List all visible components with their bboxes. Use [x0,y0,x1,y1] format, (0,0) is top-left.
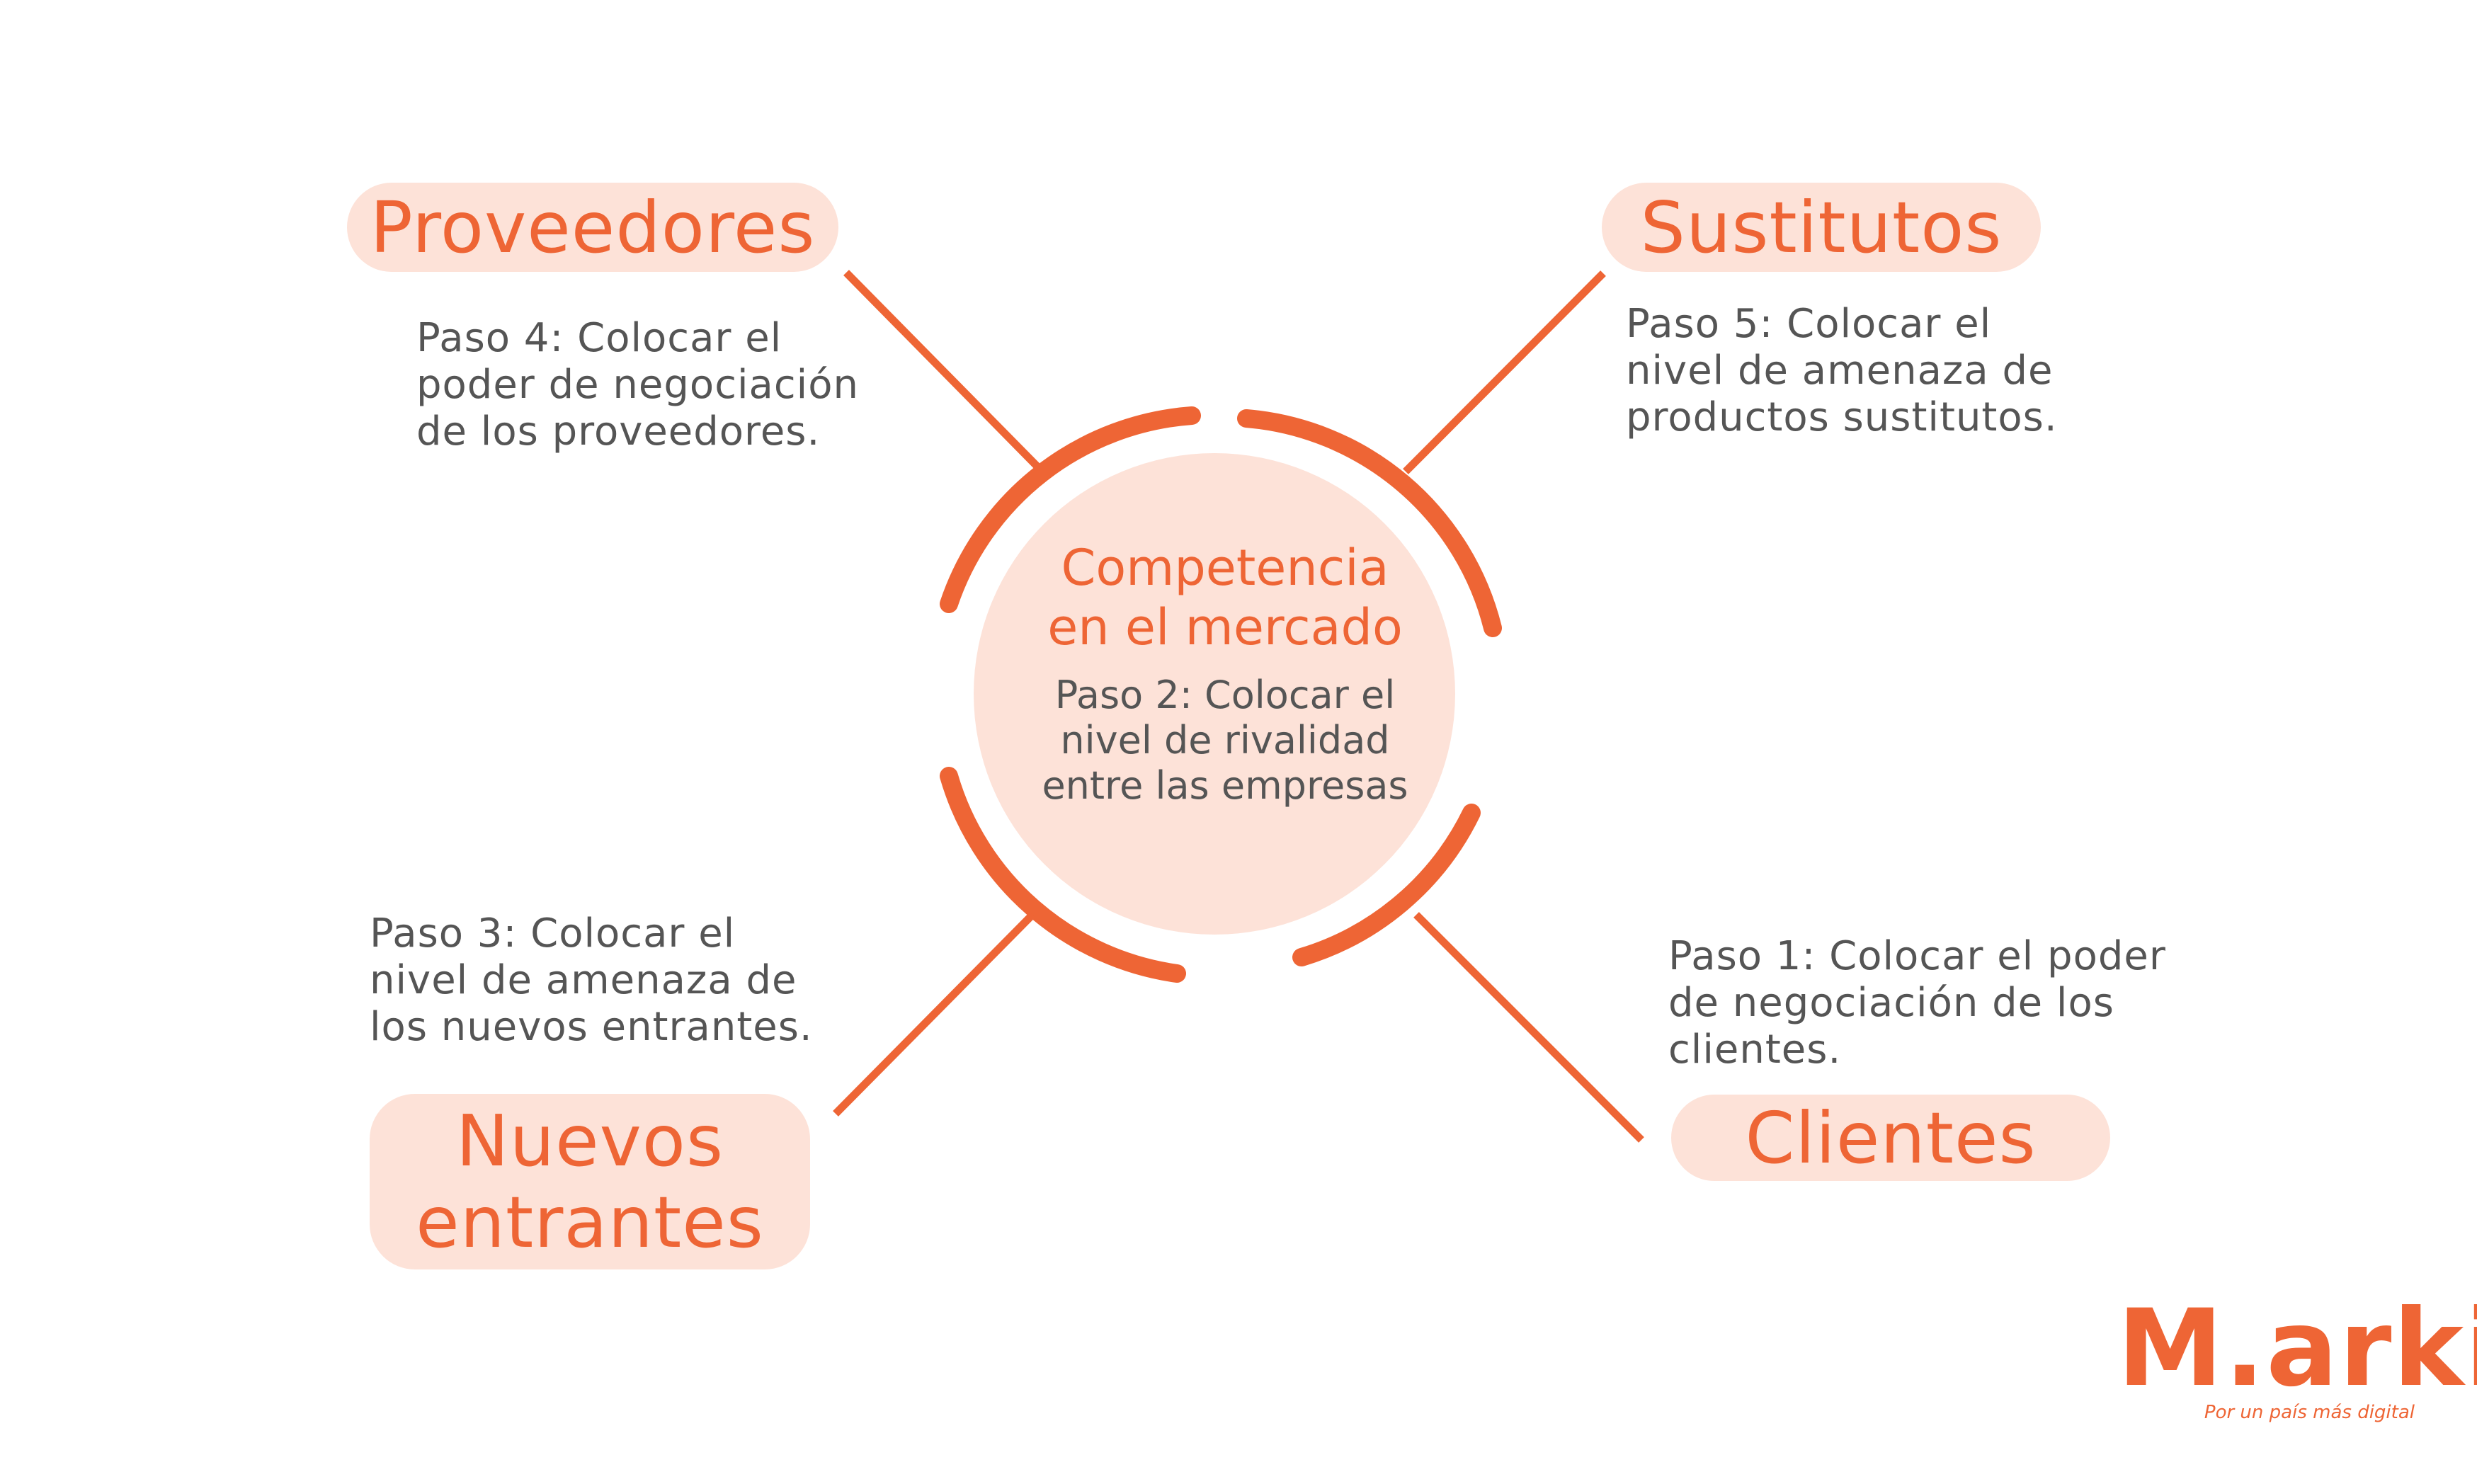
ring-arc-bottom-right [1292,804,1481,966]
proveedores-label: Proveedores [347,183,838,272]
logo-tagline: Por un país más digital [2204,1402,2415,1423]
proveedores-step: Paso 4: Colocar el poder de negociación … [416,315,859,455]
ring-arc-top-left [940,406,1201,613]
sustitutos-label: Sustitutos [1602,183,2041,272]
nuevos-entrantes-step: Paso 3: Colocar el nivel de amenaza de l… [370,911,813,1050]
clientes-step: Paso 1: Colocar el poder de negociación … [1668,933,2166,1073]
center-circle [974,453,1455,935]
connector-clientes [1413,912,1644,1143]
sustitutos-step: Paso 5: Colocar el nivel de amenaza de p… [1626,301,2058,440]
ring-arc-bottom-left [940,767,1186,983]
center-step: Paso 2: Colocar el nivel de rivalidad en… [1042,673,1408,808]
connector-sustitutos [1403,270,1606,474]
connector-nuevos-entrantes [833,912,1035,1117]
clientes-label: Clientes [1671,1095,2110,1181]
marki-logo: M.arki [2117,1287,2477,1410]
connector-proveedores [843,270,1042,472]
center-title: Competencia en el mercado [1047,539,1403,656]
ring-arc-top-right [1237,409,1502,637]
nuevos-entrantes-label: Nuevos entrantes [370,1094,810,1269]
